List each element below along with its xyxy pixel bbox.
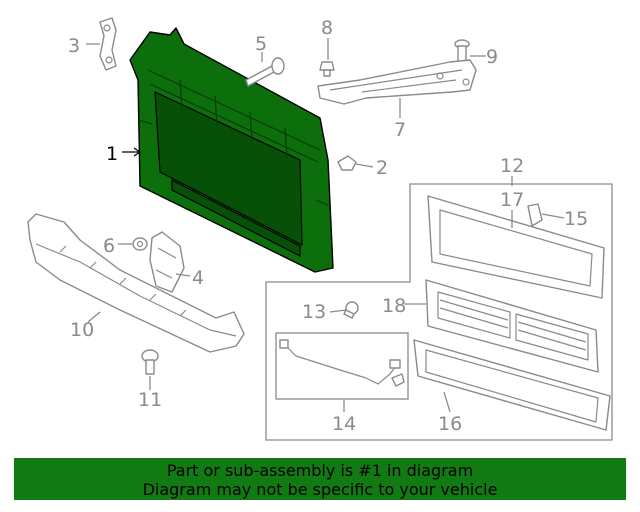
upper-tie-bar-part-7[interactable] (317, 59, 477, 105)
callout-1[interactable]: 1 (106, 143, 118, 165)
nut-part-6[interactable] (132, 237, 148, 251)
callout-9[interactable]: 9 (486, 46, 498, 68)
callout-4[interactable]: 4 (192, 267, 204, 289)
callout-17[interactable]: 17 (500, 189, 524, 211)
callout-2[interactable]: 2 (376, 157, 388, 179)
leader-lines (86, 38, 565, 413)
bolt-part-5[interactable] (245, 57, 285, 87)
bolt-part-11[interactable] (141, 349, 159, 375)
shutter-assembly-part-18[interactable] (425, 279, 599, 373)
callout-labels: 1 2 3 4 5 6 7 8 9 10 11 12 13 14 15 16 1… (68, 17, 588, 435)
callout-11[interactable]: 11 (138, 389, 162, 411)
clip-part-15[interactable] (527, 203, 543, 227)
upper-deflector-part-17[interactable] (427, 195, 605, 299)
banner-line-2: Diagram may not be specific to your vehi… (142, 480, 498, 499)
bracket-part-3[interactable] (99, 17, 117, 71)
callout-3[interactable]: 3 (68, 35, 80, 57)
callout-16[interactable]: 16 (438, 413, 462, 435)
callout-10[interactable]: 10 (70, 319, 94, 341)
bracket-part-4[interactable] (149, 231, 185, 293)
lower-deflector-part-16[interactable] (413, 339, 611, 431)
callout-8[interactable]: 8 (321, 17, 333, 39)
callout-14[interactable]: 14 (332, 413, 356, 435)
bolt-part-13[interactable] (343, 301, 359, 319)
banner-line-1: Part or sub-assembly is #1 in diagram (166, 461, 474, 480)
info-banner: Part or sub-assembly is #1 in diagram Di… (14, 458, 626, 500)
bolt-part-9[interactable] (454, 39, 470, 63)
wiring-harness-part-14[interactable] (279, 339, 405, 387)
radiator-support-part-1[interactable] (129, 27, 334, 273)
group-box-12 (265, 183, 613, 441)
callout-5[interactable]: 5 (255, 33, 267, 55)
clip-part-8[interactable] (319, 61, 335, 77)
callout-12[interactable]: 12 (500, 155, 524, 177)
lower-beam-part-10[interactable] (27, 213, 245, 353)
callout-13[interactable]: 13 (302, 301, 326, 323)
part-box-14 (275, 332, 409, 400)
callout-7[interactable]: 7 (394, 119, 406, 141)
callout-18[interactable]: 18 (382, 295, 406, 317)
callout-6[interactable]: 6 (103, 235, 115, 257)
callout-15[interactable]: 15 (564, 208, 588, 230)
clip-part-2[interactable] (337, 155, 357, 171)
parts-diagram: 1 2 3 4 5 6 7 8 9 10 11 12 13 14 15 16 1… (27, 17, 613, 441)
